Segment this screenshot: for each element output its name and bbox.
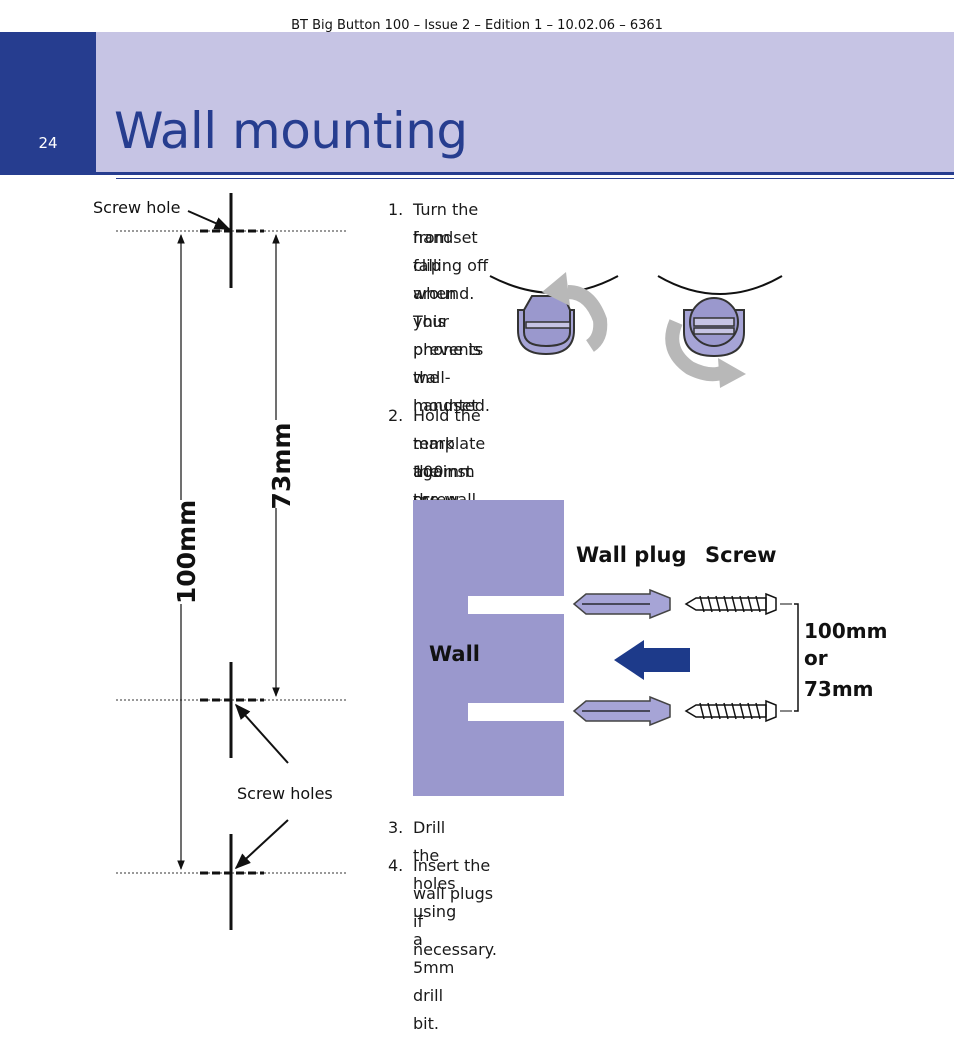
wall-plug-lower <box>572 695 671 727</box>
wall-plug-label: Wall plug <box>576 543 687 567</box>
step-4-line-1: Insert the wall plugs if necessary. <box>413 856 497 959</box>
title-rule <box>0 172 954 175</box>
page-tab <box>0 32 96 172</box>
screw-upper <box>684 592 792 616</box>
wall-label: Wall <box>429 642 480 666</box>
screw-label: Screw <box>705 543 777 567</box>
title-rule-thin <box>116 178 954 179</box>
step-1-line-1: Turn the handset clip around. This preve… <box>413 200 484 415</box>
step-1-number: 1. <box>388 200 404 219</box>
insert-direction-arrow <box>614 640 690 680</box>
handset-clip-illustration <box>489 272 783 388</box>
crosshair-middle <box>200 662 264 758</box>
step-1-line-2: from falling off when your phone is wall… <box>413 228 491 415</box>
step-4-number: 4. <box>388 856 404 875</box>
wall-plug-upper <box>572 588 671 620</box>
spacing-label-100mm: 100mm <box>804 619 887 643</box>
screw-holes-label: Screw holes <box>237 784 333 803</box>
clip-before <box>489 272 619 356</box>
crosshair-bottom <box>200 834 264 930</box>
spacing-label-or: or <box>804 646 828 670</box>
screw-holes-pointer-up <box>234 703 289 764</box>
screw-hole-label: Screw hole <box>93 198 180 217</box>
step-3-number: 3. <box>388 818 404 837</box>
dimension-label-73: 73mm <box>267 423 296 510</box>
running-header: BT Big Button 100 – Issue 2 – Edition 1 … <box>291 18 663 33</box>
spacing-label-73mm: 73mm <box>804 677 874 701</box>
clip-after <box>657 275 783 388</box>
mounting-template: Screw hole Screw holes 73mm 100mm <box>93 193 348 930</box>
wall-hole-upper <box>468 596 564 614</box>
page-title: Wall mounting <box>114 102 468 160</box>
wall-plug-figure: Wall plug Screw Wall 100mm or 73mm <box>413 500 887 796</box>
screw-lower <box>684 699 792 723</box>
title-band <box>96 32 954 172</box>
dimension-label-100: 100mm <box>172 500 201 604</box>
page-number: 24 <box>38 134 58 152</box>
crosshair-top <box>200 193 264 288</box>
spacing-bracket <box>794 603 799 712</box>
screw-holes-pointer-down <box>234 819 289 870</box>
step-2-number: 2. <box>388 406 404 425</box>
wall-block <box>413 500 564 796</box>
screw-hole-pointer <box>187 210 231 230</box>
wall-hole-lower <box>468 703 564 721</box>
